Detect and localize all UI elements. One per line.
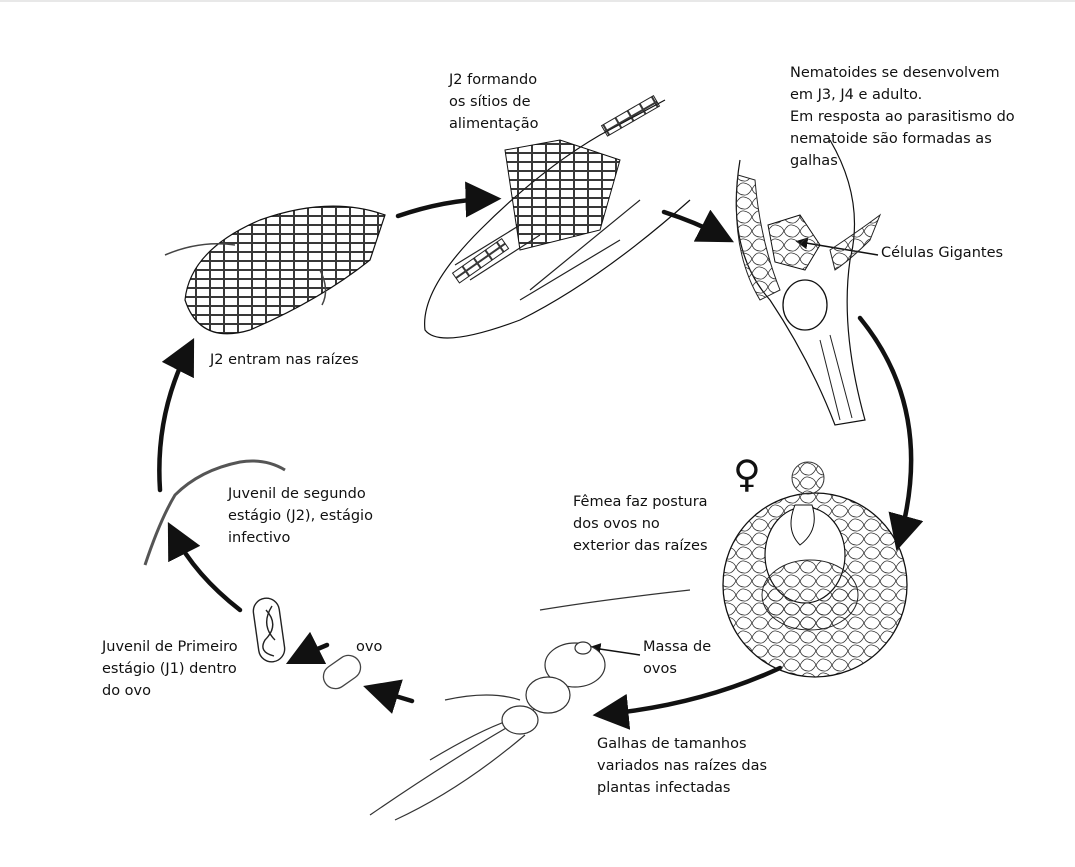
label-line: ovos — [643, 661, 677, 677]
label-j2-enter: J2 entram nas raízes — [210, 349, 359, 371]
label-line: Células Gigantes — [881, 245, 1004, 261]
label-line: Massa de — [643, 639, 712, 655]
feeding-site-illustration — [424, 94, 691, 339]
label-line: do ovo — [102, 683, 152, 699]
arrow-galls-to-egg — [363, 679, 415, 714]
arrow-j2-to-enter — [157, 337, 195, 493]
root-tip-illustration — [164, 205, 386, 335]
egg-illustration — [322, 654, 362, 690]
j2-juvenile-illustration — [143, 459, 286, 566]
label-line: dos ovos no — [573, 516, 660, 532]
label-line: Galhas de tamanhos — [597, 736, 747, 752]
gall-illustration — [735, 139, 882, 426]
label-j1: Juvenil de Primeiro estágio (J1) dentro … — [102, 636, 238, 702]
female-symbol-icon: ♀ — [733, 452, 761, 496]
label-giant-cells: Células Gigantes — [881, 242, 1003, 264]
label-line: em J3, J4 e adulto. — [790, 87, 923, 103]
label-line: J2 formando — [449, 72, 538, 88]
label-galls: Galhas de tamanhos variados nas raízes d… — [597, 733, 767, 799]
label-line: variados nas raízes das — [597, 758, 768, 774]
arrow-female-to-galls — [592, 665, 783, 730]
female-gall-section-illustration — [722, 461, 908, 678]
pointer-egg-mass — [588, 643, 641, 656]
label-line: estágio (J1) dentro — [102, 661, 237, 677]
arrow-enter-to-feeding — [395, 181, 502, 219]
arrow-j1-to-j2 — [167, 521, 243, 613]
label-line: Nematoides se desenvolvem — [790, 65, 1000, 81]
label-egg-mass: Massa de ovos — [643, 636, 711, 680]
arrow-development-to-female — [857, 315, 924, 552]
label-development: Nematoides se desenvolvem em J3, J4 e ad… — [790, 62, 1015, 172]
egg-with-j1-illustration — [252, 597, 286, 663]
label-line: ovo — [356, 639, 383, 655]
label-line: exterior das raízes — [573, 538, 708, 554]
label-line: plantas infectadas — [597, 780, 731, 796]
label-egg: ovo — [356, 636, 382, 658]
label-j2-feeding: J2 formando os sítios de alimentação — [449, 69, 538, 135]
label-line: os sítios de — [449, 94, 531, 110]
label-line: nematoide são formadas as — [790, 131, 992, 147]
label-line: Em resposta ao parasitismo do — [790, 109, 1015, 125]
galls-on-roots-illustration — [369, 589, 691, 821]
label-line: Juvenil de Primeiro — [102, 639, 238, 655]
arrow-feeding-to-development — [661, 209, 734, 243]
label-female-laying: Fêmea faz postura dos ovos no exterior d… — [573, 491, 708, 557]
label-line: J2 entram nas raízes — [210, 352, 359, 368]
label-j2-infective: Juvenil de segundo estágio (J2), estágio… — [228, 483, 373, 549]
label-line: Fêmea faz postura — [573, 494, 708, 510]
label-line: estágio (J2), estágio — [228, 508, 373, 524]
top-border — [0, 0, 1075, 2]
arrow-egg-to-j1 — [285, 631, 330, 665]
label-line: infectivo — [228, 530, 291, 546]
label-line: alimentação — [449, 116, 539, 132]
label-line: Juvenil de segundo — [228, 486, 366, 502]
label-line: galhas — [790, 153, 838, 169]
